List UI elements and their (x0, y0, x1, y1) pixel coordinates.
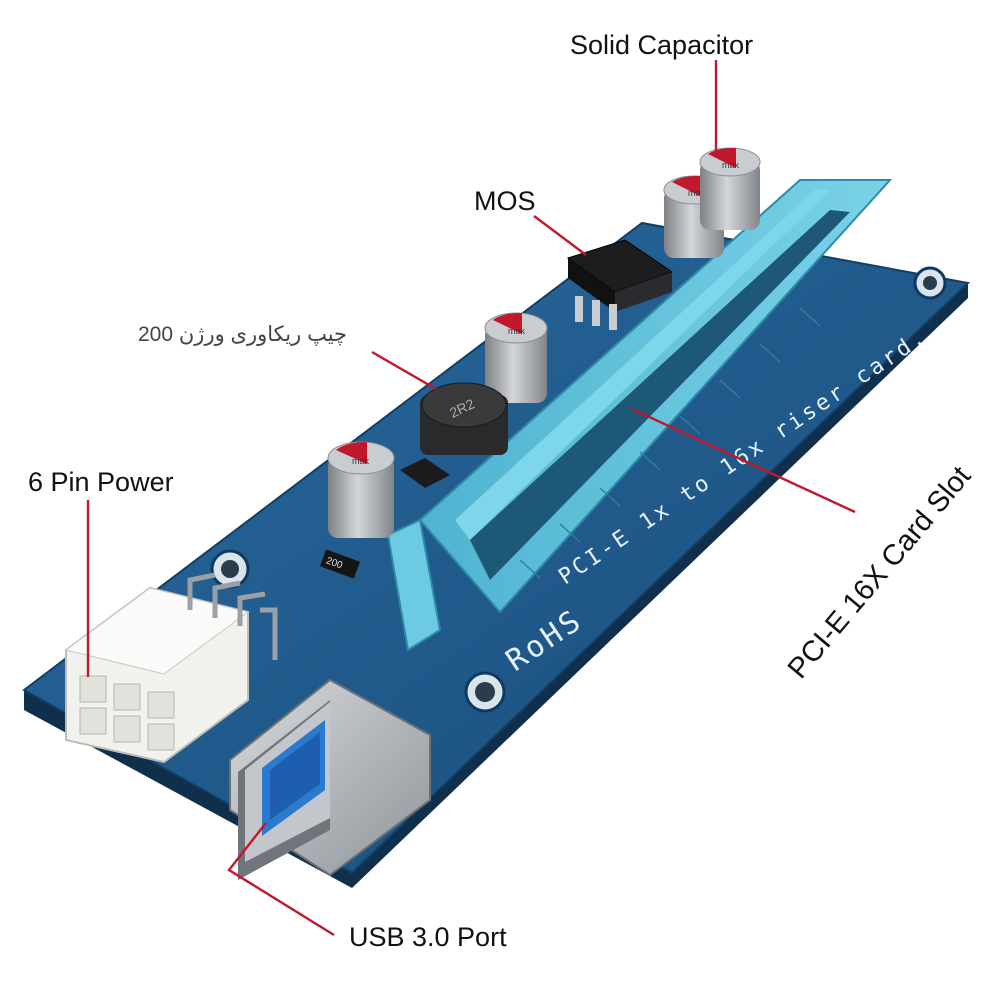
leader-lines (86, 60, 856, 937)
recovery-chip: 2R2 (420, 382, 508, 455)
mos-label: MOS (474, 186, 536, 216)
solid-capacitor: mak (484, 312, 548, 403)
recovery-chip-label: چیپ ریکاوری ورژن 200 (138, 323, 348, 346)
mos-chip (566, 239, 674, 330)
mounting-hole (913, 266, 947, 300)
usb-port-label: USB 3.0 Port (349, 922, 507, 952)
ic-chip (400, 458, 450, 488)
svg-text:mak: mak (508, 326, 526, 336)
mounting-hole (210, 549, 250, 589)
svg-text:mak: mak (688, 188, 706, 198)
six-pin-power-label: 6 Pin Power (28, 467, 174, 497)
six-pin-connector (64, 572, 278, 764)
pcie-slot (386, 179, 893, 652)
mounting-hole (464, 671, 506, 713)
svg-text:mak: mak (352, 456, 370, 466)
svg-text:mak: mak (722, 160, 740, 170)
solid-capacitor-label: Solid Capacitor (570, 30, 754, 60)
solid-capacitor: mak (327, 441, 395, 538)
resistor: 200 (320, 549, 360, 579)
usb-port (229, 678, 431, 880)
solid-capacitor: mak (699, 147, 761, 230)
